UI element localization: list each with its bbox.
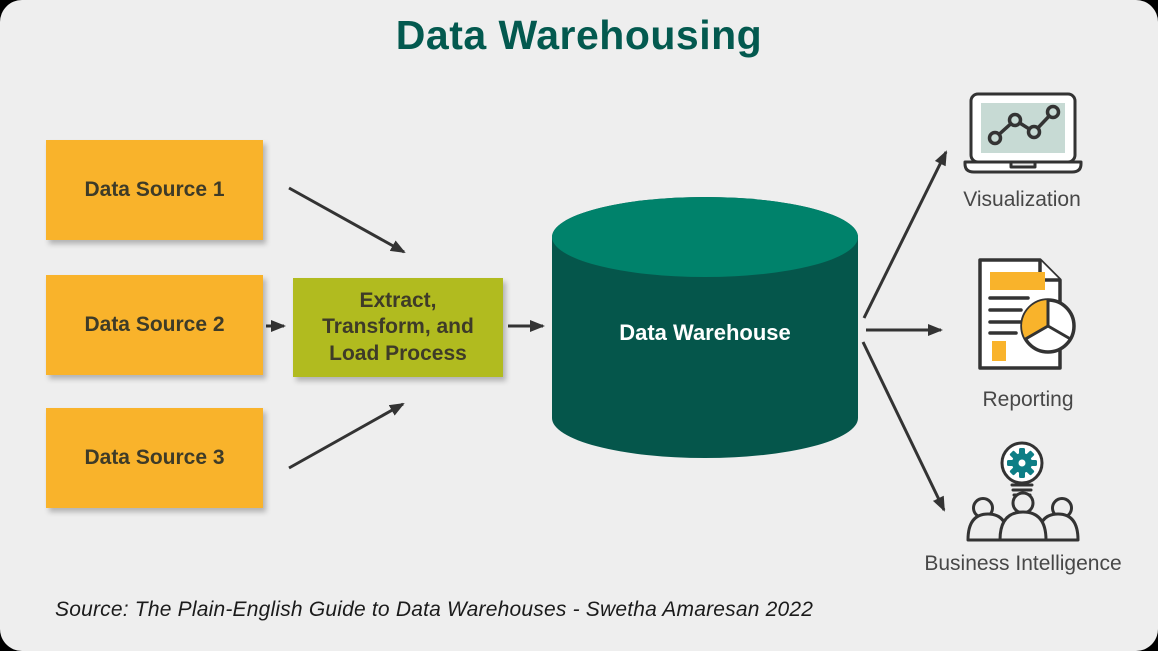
reporting-label: Reporting: [982, 388, 1074, 411]
business-intelligence-label: Business Intelligence: [924, 552, 1122, 575]
report-document-icon: [975, 255, 1085, 380]
data-warehouse-label: Data Warehouse: [619, 320, 791, 345]
arrow-warehouse-to-business-intelligence: [861, 341, 946, 512]
page-title: Data Warehousing: [395, 12, 763, 58]
arrow-ds3-to-etl: [288, 402, 405, 470]
flow-arrows: [266, 150, 948, 512]
etl-process-box: Extract, Transform, and Load Process: [293, 278, 503, 377]
gear-icon: [1007, 448, 1037, 478]
data-source-3-label: Data Source 3: [84, 446, 225, 469]
etl-line-1: Extract,: [359, 289, 437, 313]
lightbulb-gear-team-icon: [960, 438, 1086, 549]
lightbulb-icon: [1000, 441, 1044, 502]
etl-line-2: Transform, and: [322, 315, 474, 339]
data-warehouse-cylinder: [552, 197, 858, 458]
data-source-2-box: Data Source 2: [46, 275, 263, 375]
etl-line-3: Load Process: [329, 341, 467, 365]
arrow-warehouse-to-visualization: [862, 150, 948, 319]
arrow-ds1-to-etl: [288, 186, 406, 254]
data-source-1-label: Data Source 1: [84, 178, 225, 201]
data-source-1-box: Data Source 1: [46, 140, 263, 240]
visualization-label: Visualization: [963, 188, 1081, 211]
source-attribution: Source: The Plain-English Guide to Data …: [55, 598, 814, 621]
data-source-3-box: Data Source 3: [46, 408, 263, 508]
laptop-chart-icon: [963, 90, 1083, 181]
team-icon: [966, 491, 1080, 542]
pie-chart-icon: [1020, 298, 1076, 354]
data-source-2-label: Data Source 2: [84, 313, 225, 336]
